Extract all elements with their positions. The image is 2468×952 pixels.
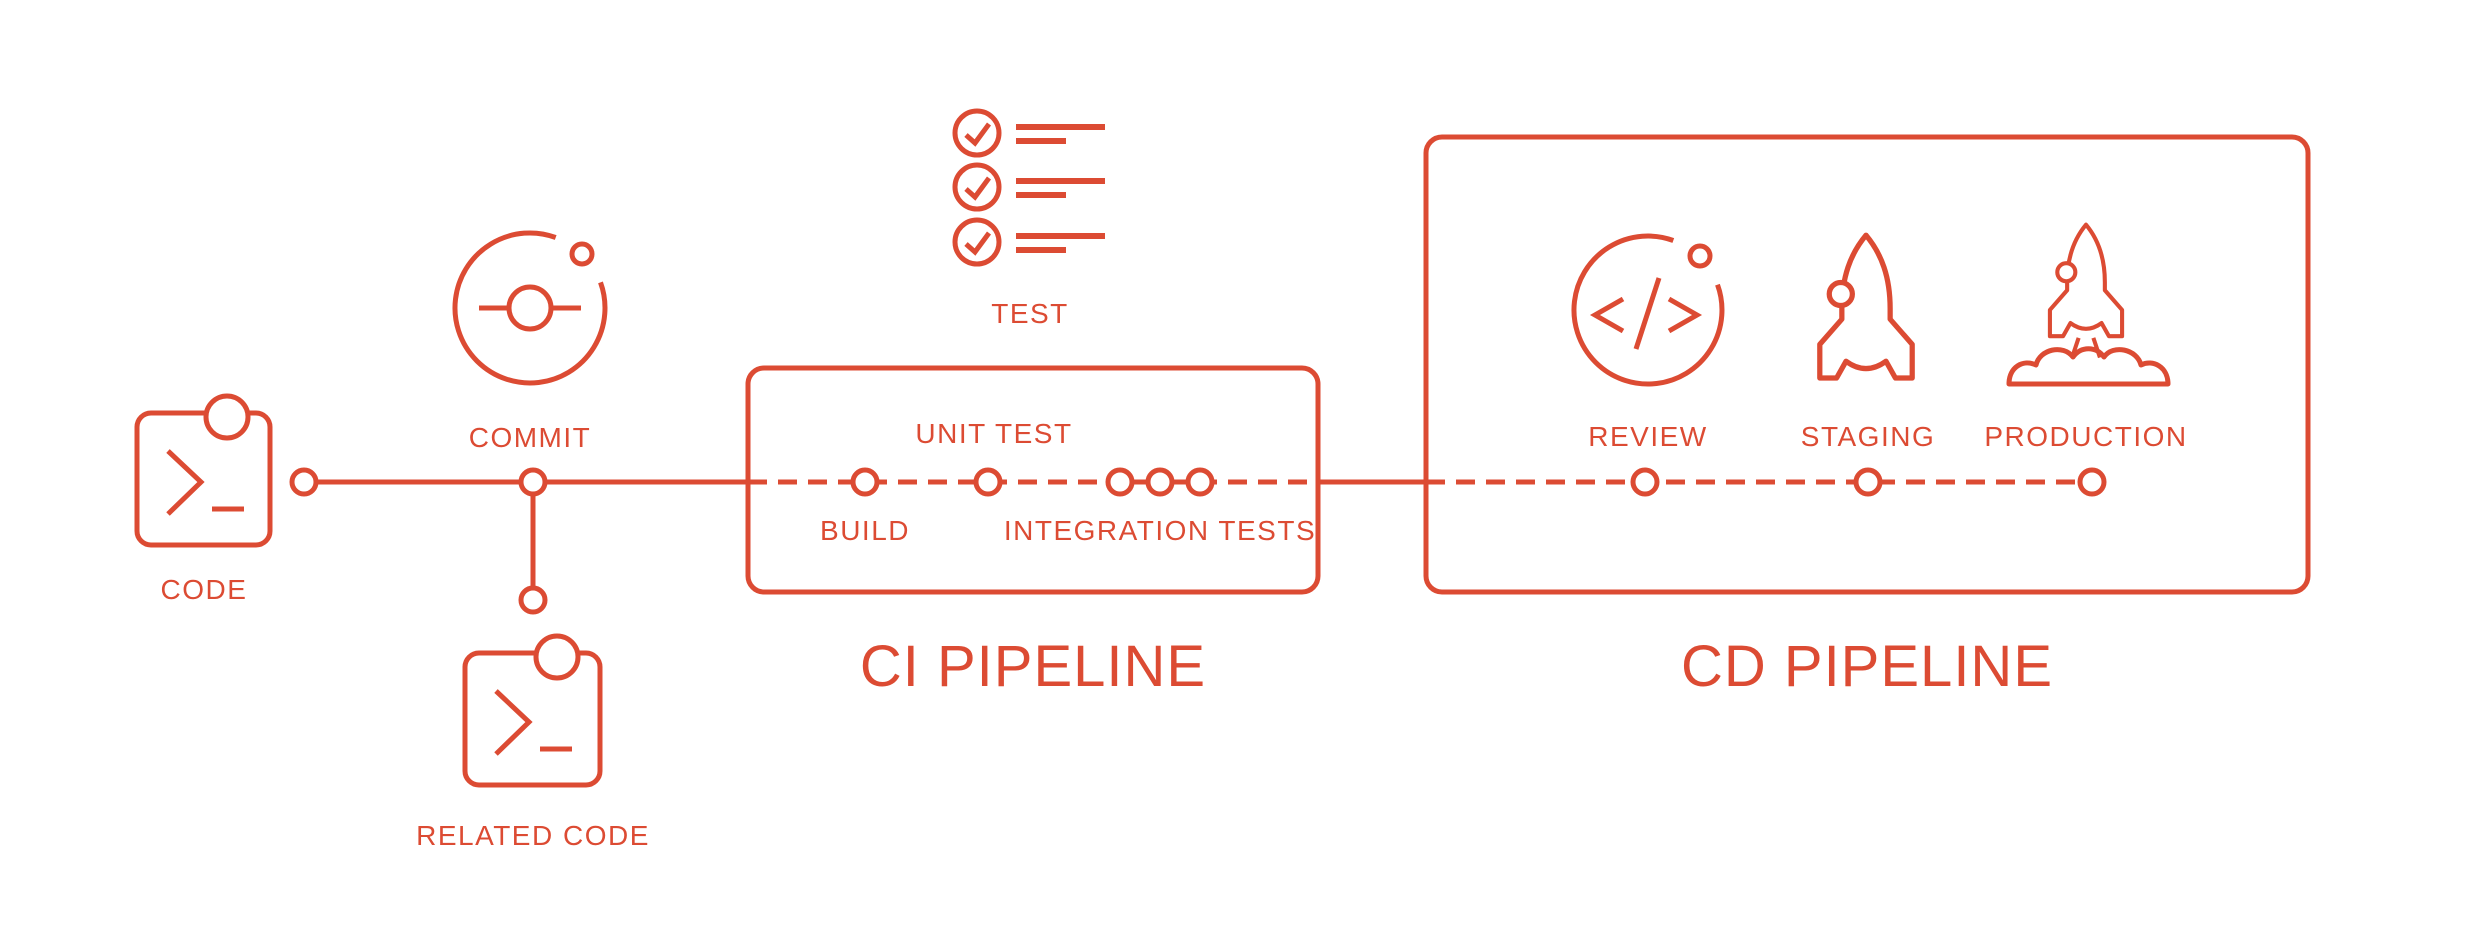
pipeline-node-staging: [1853, 467, 1883, 497]
smoke-cloud: [2006, 346, 2171, 387]
pipeline-node-unit-test: [973, 467, 1003, 497]
rocket-launch-icon: [2006, 222, 2171, 387]
checklist-icon: [952, 108, 1105, 267]
code-review-icon: [1571, 233, 1725, 387]
review-label: REVIEW: [1588, 421, 1707, 452]
related-code-label: RELATED CODE: [416, 820, 650, 851]
pipeline-node-integration-3: [1185, 467, 1215, 497]
cd-pipeline-title: CD PIPELINE: [1681, 634, 2053, 699]
terminal-icon: [134, 393, 273, 548]
production-label: PRODUCTION: [1984, 421, 2187, 452]
ci-pipeline-title: CI PIPELINE: [860, 634, 1206, 699]
checklist-row: [952, 162, 1105, 212]
code-label: CODE: [161, 574, 248, 605]
pipeline-node-code: [289, 467, 319, 497]
terminal-icon: [462, 633, 603, 788]
unit-test-label: UNIT TEST: [915, 418, 1072, 449]
pipeline-nodes: [289, 467, 2107, 615]
checklist-row: [952, 108, 1105, 158]
cd-pipeline-box: [1423, 134, 2311, 595]
commit-icon: [452, 230, 608, 386]
rocket-icon: [1817, 232, 1915, 381]
checklist-row: [952, 217, 1105, 267]
commit-label: COMMIT: [469, 422, 592, 453]
pipeline-node-related-code: [518, 585, 548, 615]
pipeline-node-production: [2077, 467, 2107, 497]
pipeline-node-integration-2: [1145, 467, 1175, 497]
integration-tests-label: INTEGRATION TESTS: [1004, 515, 1316, 546]
pipeline-node-review: [1630, 467, 1660, 497]
pipeline-node-integration-1: [1105, 467, 1135, 497]
build-label: BUILD: [820, 515, 910, 546]
pipeline-node-build: [850, 467, 880, 497]
pipeline-node-commit: [518, 467, 548, 497]
staging-label: STAGING: [1801, 421, 1935, 452]
test-label: TEST: [991, 298, 1069, 329]
